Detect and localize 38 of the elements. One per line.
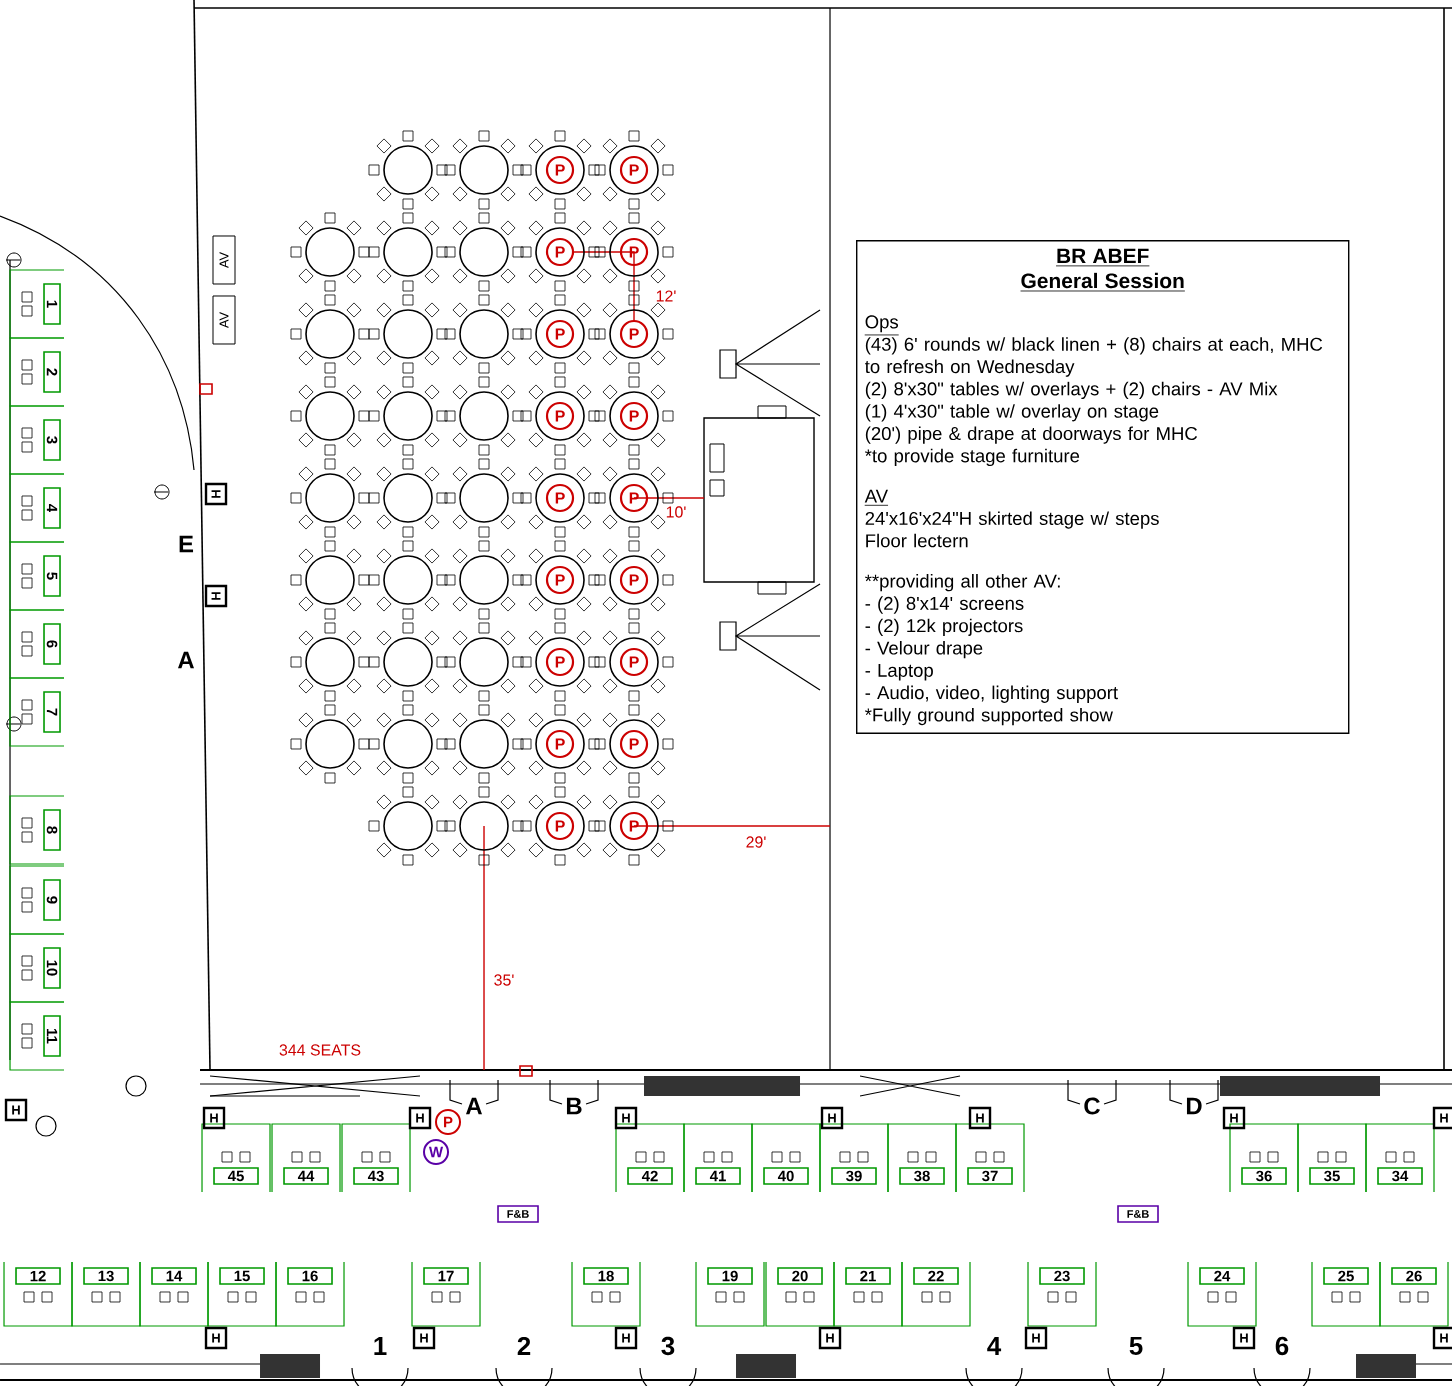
door-letter: A — [177, 651, 194, 669]
round-table — [444, 704, 524, 784]
exit-number: 6 — [1275, 1336, 1289, 1356]
round-table — [368, 458, 448, 538]
round-table — [444, 540, 524, 620]
exit-number: 5 — [1129, 1336, 1143, 1355]
door-letter: B — [566, 1097, 582, 1115]
exit-number: 1 — [374, 1337, 387, 1355]
door-letter: A — [465, 1097, 482, 1115]
round-table — [368, 376, 448, 456]
round-table — [368, 540, 448, 620]
round-table — [444, 622, 524, 702]
round-table — [290, 704, 370, 784]
round-table — [368, 130, 448, 210]
notes-box: BR ABEF General Session Ops (43) 6' rounds w/ black linen + (8) chairs at each, MHC to refresh on Wednesday (2) 8'x30" tables w/ overlays + (2) chairs - AV Mix (1) 4'x30" table w/ overlay on stage (20') pipe & drape at doorways for MHC *to provide stage furniture AV 24'x16'x24"H skirted stage w/ steps Floor lectern **providing all other AV: - (2) 8'x14' screens - (2) 12k projectors - Velour drape - Laptop - Audio, video, lighting support *Fully ground supported show — [856, 240, 1350, 734]
round-table — [368, 704, 448, 784]
round-table — [444, 130, 524, 210]
round-table — [368, 212, 448, 292]
round-table — [290, 376, 370, 456]
round-table — [368, 786, 448, 866]
round-table — [290, 540, 370, 620]
exit-number: 3 — [661, 1336, 675, 1356]
round-table — [290, 212, 370, 292]
round-table — [444, 212, 524, 292]
round-table — [368, 294, 448, 374]
round-table — [368, 622, 448, 702]
exit-number: 4 — [987, 1337, 1002, 1355]
door-letter: C — [1084, 1097, 1100, 1115]
round-table — [290, 458, 370, 538]
exit-number: 2 — [517, 1336, 531, 1356]
round-table — [444, 458, 524, 538]
round-table — [444, 786, 524, 866]
round-table — [444, 294, 524, 374]
round-table — [290, 622, 370, 702]
round-table — [290, 294, 370, 374]
door-letter: E — [179, 535, 194, 553]
door-letter: D — [1186, 1097, 1202, 1115]
round-table — [444, 376, 524, 456]
